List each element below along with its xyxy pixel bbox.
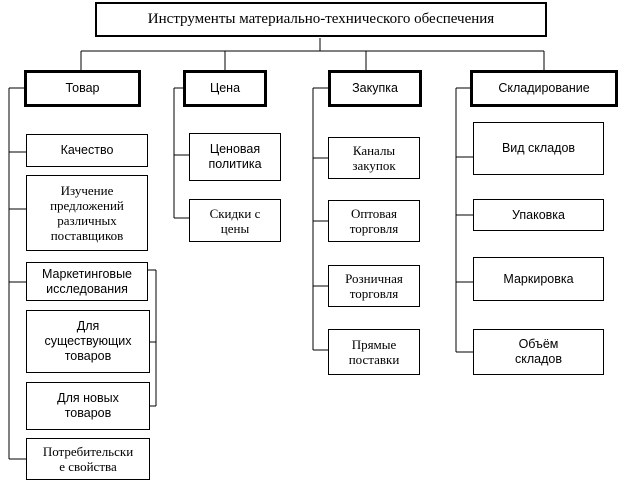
header-zakupka: Закупка bbox=[328, 70, 422, 107]
item-kanaly-zakupok: Каналы закупок bbox=[328, 137, 420, 179]
item-roznichnaya-torgovlya: Розничная торговля bbox=[328, 265, 420, 307]
item-dlya-sushchestvuyushchikh-tovarov: Для существующих товаров bbox=[26, 310, 150, 373]
header-tovar: Товар bbox=[24, 70, 141, 107]
item-dlya-novykh-tovarov: Для новых товаров bbox=[26, 382, 150, 430]
item-marketingovye-issledovaniya: Маркетинговые исследования bbox=[26, 262, 148, 301]
item-optovaya-torgovlya: Оптовая торговля bbox=[328, 200, 420, 242]
item-pryamye-postavki: Прямые поставки bbox=[328, 329, 420, 375]
diagram-title: Инструменты материально-технического обе… bbox=[95, 2, 547, 37]
item-obem-skladov: Объём складов bbox=[473, 329, 604, 375]
header-tsena: Цена bbox=[183, 70, 267, 107]
item-skidki-s-tseny: Скидки с цены bbox=[189, 199, 281, 242]
item-tsenovaya-politika: Ценовая политика bbox=[189, 133, 281, 181]
item-izuchenie-predlozheniy: Изучение предложений различных поставщик… bbox=[26, 175, 148, 251]
item-markirovka: Маркировка bbox=[473, 257, 604, 301]
header-skladirovanie: Складирование bbox=[470, 70, 618, 107]
item-kachestvo: Качество bbox=[26, 134, 148, 167]
item-vid-skladov: Вид складов bbox=[473, 122, 604, 175]
item-potrebitelskie-svoystva: Потребительски е свойства bbox=[26, 438, 150, 480]
item-upakovka: Упаковка bbox=[473, 199, 604, 231]
